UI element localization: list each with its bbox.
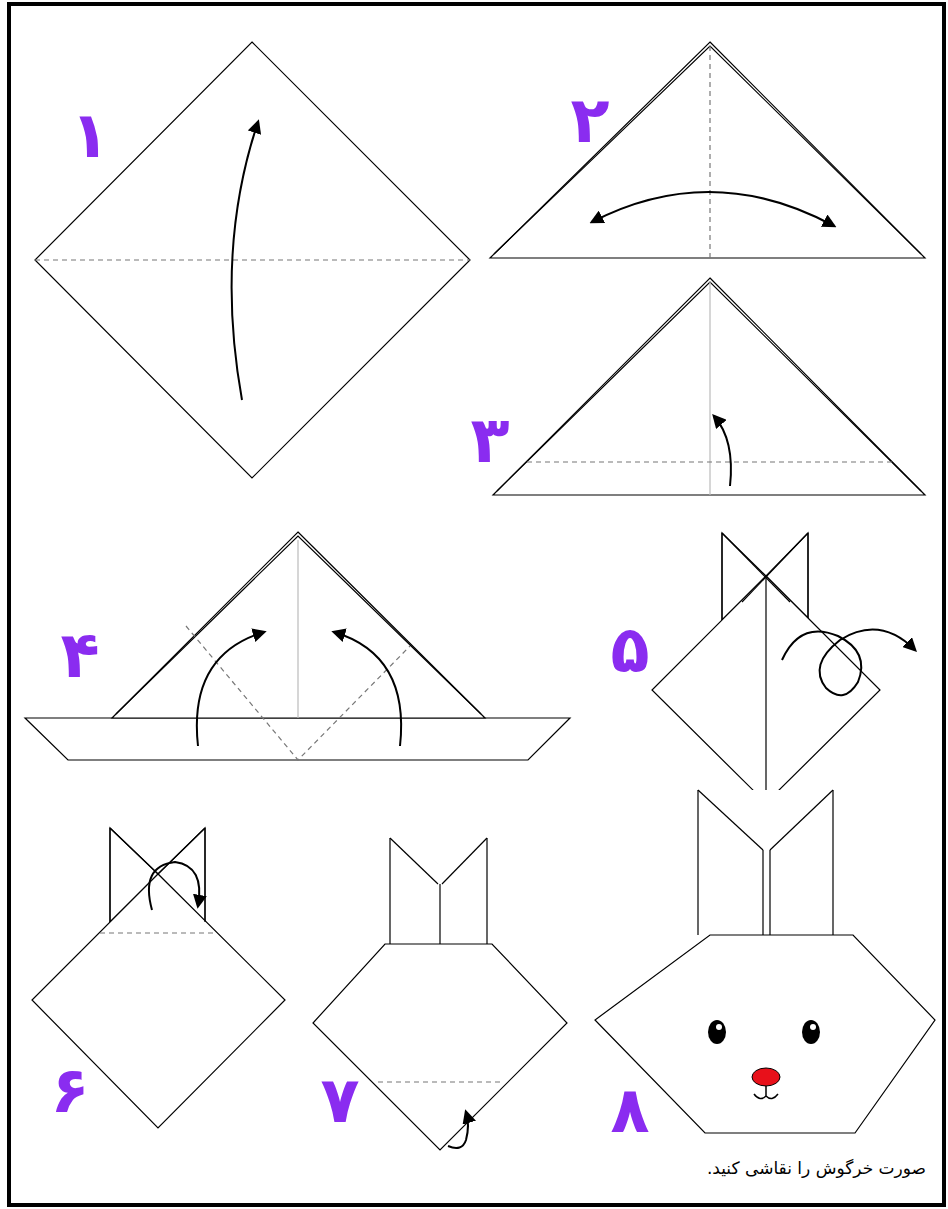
step7-figure (313, 838, 567, 1150)
caption: صورت خرگوش را نقاشی کنید. (707, 1158, 926, 1178)
step-number: ۸ (610, 1078, 649, 1142)
step-number: ۱ (70, 103, 109, 167)
frame (9, 4, 944, 1205)
step-number: ۳ (470, 408, 509, 472)
step2-figure (490, 42, 925, 258)
step4-figure (25, 532, 570, 760)
step-number: ۷ (320, 1068, 359, 1132)
step3-figure (493, 278, 925, 495)
step1-figure (35, 42, 470, 478)
step-number: ۲ (570, 88, 609, 152)
step-number: ۵ (610, 618, 649, 682)
step-number: ۴ (60, 623, 99, 687)
step5-figure (652, 533, 915, 803)
step-number: ۶ (50, 1058, 89, 1122)
bunny-face (708, 1020, 820, 1099)
step6-figure (32, 828, 285, 1128)
